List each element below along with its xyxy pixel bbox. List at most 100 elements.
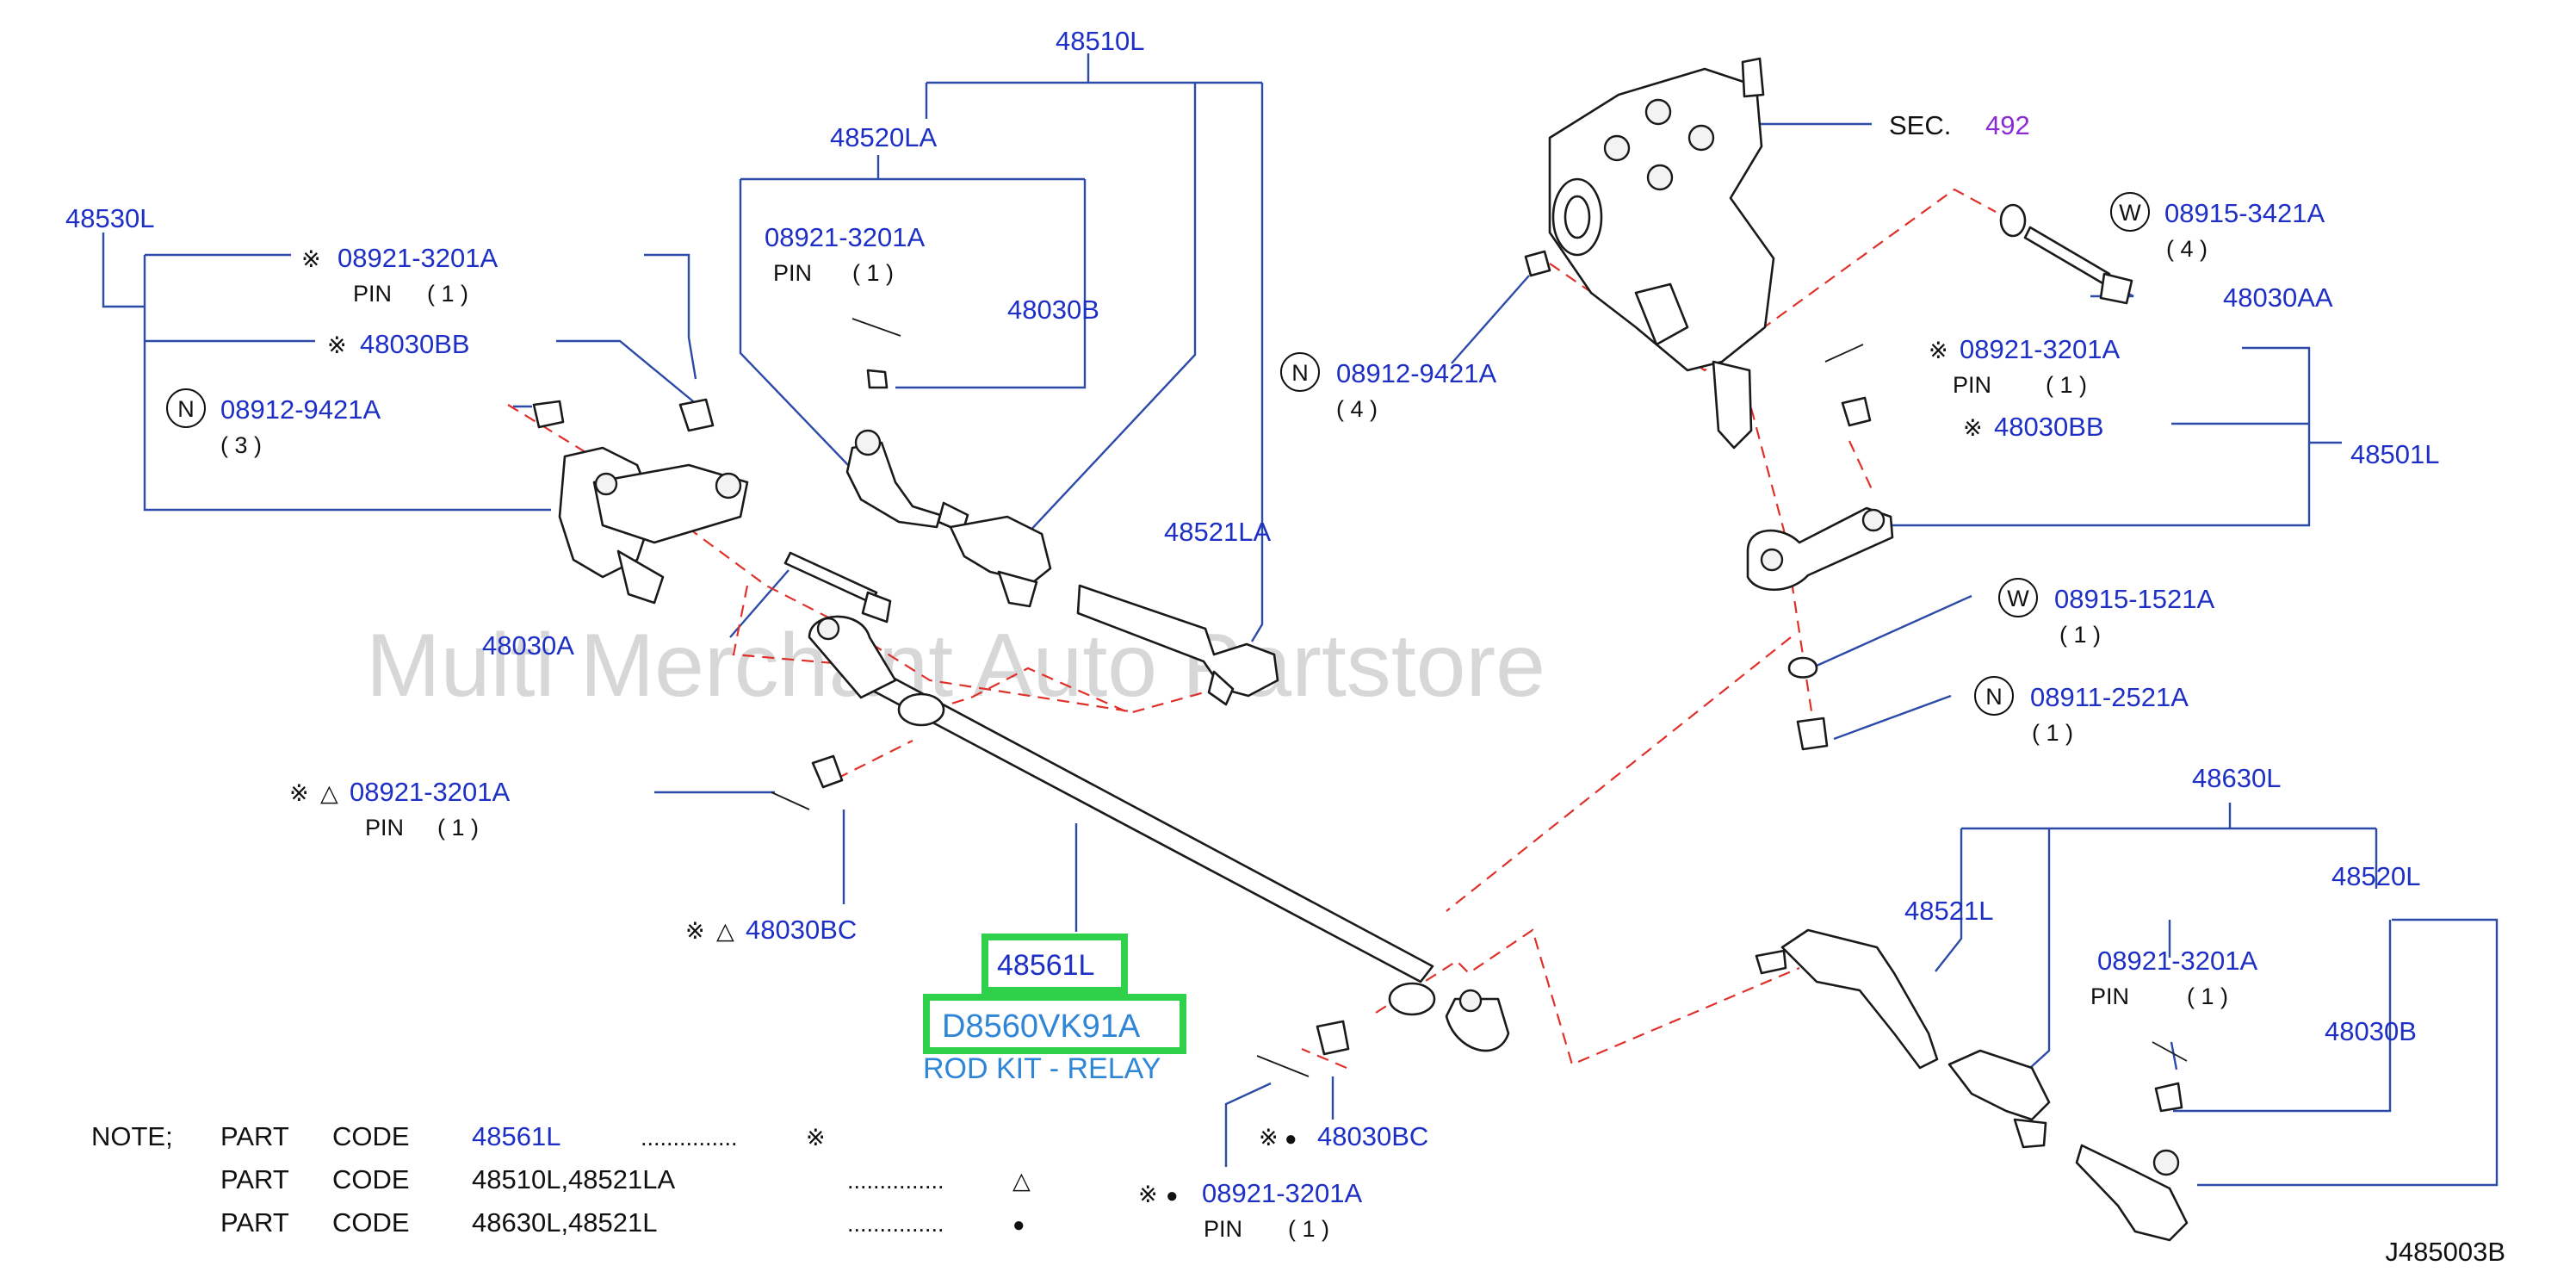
n-letter-a: N [177, 396, 195, 422]
note-row-1-code: CODE [332, 1121, 410, 1151]
note-row-1-label: PART [220, 1121, 289, 1151]
highlight-kit [923, 994, 1186, 1054]
label-pin-a: PIN [353, 281, 392, 307]
leader-lines [102, 53, 2499, 1187]
ref-mark-4: ※ [685, 918, 705, 944]
tie-rod-48510L [845, 318, 1279, 706]
label-48030A: 48030A [482, 630, 574, 661]
label-08915-1521A: 08915-1521A [2054, 584, 2214, 614]
label-48030BC-b: 48030BC [1317, 1121, 1428, 1151]
label-48030BB-b: 48030BB [1994, 412, 2104, 442]
label-pin-e: PIN [2090, 983, 2129, 1009]
note-row-1-dots: ............... [641, 1125, 738, 1151]
dot-mark-1: ● [1285, 1127, 1297, 1151]
note-row-3-symbol: ● [1012, 1213, 1025, 1237]
note-row-2-value: 48510L,48521LA [472, 1164, 676, 1194]
n-badge-b: N [1280, 352, 1320, 392]
note-legend: NOTE; PART CODE 48561L ............... ※… [91, 1121, 1031, 1238]
note-row-3-dots: ............... [847, 1211, 944, 1237]
n-badge-c: N [1974, 676, 2014, 716]
label-48530L: 48530L [65, 203, 154, 233]
label-48521L: 48521L [1904, 896, 1993, 926]
label-48630L: 48630L [2192, 763, 2281, 793]
tri-mark-2: △ [716, 918, 734, 944]
label-sec: SEC. [1889, 110, 1951, 140]
label-48561L[interactable]: 48561L [997, 949, 1094, 982]
castle-nut-lower [771, 754, 1350, 1077]
note-row-3-code: CODE [332, 1207, 410, 1238]
label-qty-d: ( 1 ) [2046, 372, 2087, 398]
diagram-code: J485003B [2385, 1237, 2505, 1267]
n-badge-a: N [166, 388, 206, 428]
label-48030B-a: 48030B [1007, 295, 1099, 325]
ref-mark-5: ※ [1929, 338, 1948, 363]
label-qty-4a: ( 4 ) [2166, 236, 2208, 262]
ref-mark-1: ※ [301, 246, 321, 272]
dot-mark-2: ● [1166, 1184, 1179, 1207]
note-row-2-symbol: △ [1012, 1168, 1031, 1194]
label-08921-3201A-f: 08921-3201A [1202, 1178, 1362, 1208]
label-08921-3201A-e: 08921-3201A [2097, 946, 2257, 976]
label-qty-a: ( 1 ) [427, 281, 468, 307]
steering-gear-box [1524, 57, 1775, 450]
pitman-arm-48501L [1746, 344, 1894, 751]
label-qty-g: ( 1 ) [2187, 983, 2228, 1009]
label-08912-9421A-b: 08912-9421A [1336, 358, 1496, 388]
label-qty-b: ( 1 ) [852, 260, 894, 286]
w-letter-b: W [2007, 586, 2029, 611]
bolt-48030A [783, 551, 892, 623]
assembly-guide-lines [507, 188, 1997, 1070]
n-letter-c: N [1985, 684, 2003, 710]
w-badge-a: W [2110, 192, 2150, 232]
label-48520L: 48520L [2331, 861, 2420, 891]
label-08915-3421A: 08915-3421A [2164, 198, 2325, 228]
watermark: Multi Merchant Auto Partstore [366, 616, 1545, 716]
ref-mark-6: ※ [1963, 415, 1983, 441]
label-08911-2521A: 08911-2521A [2030, 682, 2189, 712]
label-qty-e: ( 1 ) [2059, 622, 2101, 648]
label-48030AA: 48030AA [2223, 282, 2333, 313]
label-pin-d: PIN [1953, 372, 1991, 398]
label-pin-b: PIN [773, 260, 812, 286]
label-48520LA: 48520LA [830, 122, 937, 152]
label-48030BB-a: 48030BB [360, 329, 470, 359]
label-48030BC-a: 48030BC [746, 915, 857, 945]
note-title: NOTE; [91, 1121, 173, 1151]
ref-mark-8: ※ [1138, 1182, 1158, 1207]
label-kit-number[interactable]: D8560VK91A [942, 1008, 1141, 1045]
label-08912-9421A-a: 08912-9421A [220, 394, 381, 425]
label-qty-h: ( 1 ) [1288, 1216, 1329, 1242]
note-row-2-dots: ............... [847, 1168, 944, 1194]
label-48510L: 48510L [1056, 26, 1144, 56]
label-qty-c: ( 1 ) [437, 815, 479, 841]
part-labels: 48510L 48520LA 48530L ※ 08921-3201A PIN … [65, 26, 2439, 1242]
note-row-2-code: CODE [332, 1164, 410, 1194]
ref-mark-3: ※ [289, 780, 309, 806]
label-48501L: 48501L [2350, 439, 2439, 469]
highlight-48561L [981, 934, 1128, 994]
label-08921-3201A-b: 08921-3201A [765, 222, 925, 252]
idler-arm-assembly [532, 398, 749, 605]
note-row-1-symbol: ※ [806, 1125, 826, 1151]
tri-mark-1: △ [320, 780, 338, 806]
note-row-3-label: PART [220, 1207, 289, 1238]
w-badge-b: W [1998, 578, 2038, 617]
label-sec-number[interactable]: 492 [1985, 110, 2030, 140]
ref-mark-2: ※ [327, 332, 347, 358]
label-qty-3: ( 3 ) [220, 432, 262, 458]
bolt-48030AA [1999, 203, 2133, 305]
label-pin-c: PIN [365, 815, 404, 841]
note-row-3-value: 48630L,48521L [472, 1207, 658, 1238]
label-qty-4b: ( 4 ) [1336, 396, 1378, 422]
label-qty-f: ( 1 ) [2032, 720, 2073, 746]
label-48521LA: 48521LA [1164, 517, 1271, 547]
relay-rod [808, 615, 1510, 1052]
w-letter-a: W [2119, 200, 2141, 226]
label-pin-f: PIN [1204, 1216, 1242, 1242]
label-48030B-b: 48030B [2325, 1016, 2417, 1046]
label-kit-description: ROD KIT - RELAY [923, 1052, 1161, 1085]
n-letter-b: N [1291, 360, 1309, 386]
note-row-2-label: PART [220, 1164, 289, 1194]
